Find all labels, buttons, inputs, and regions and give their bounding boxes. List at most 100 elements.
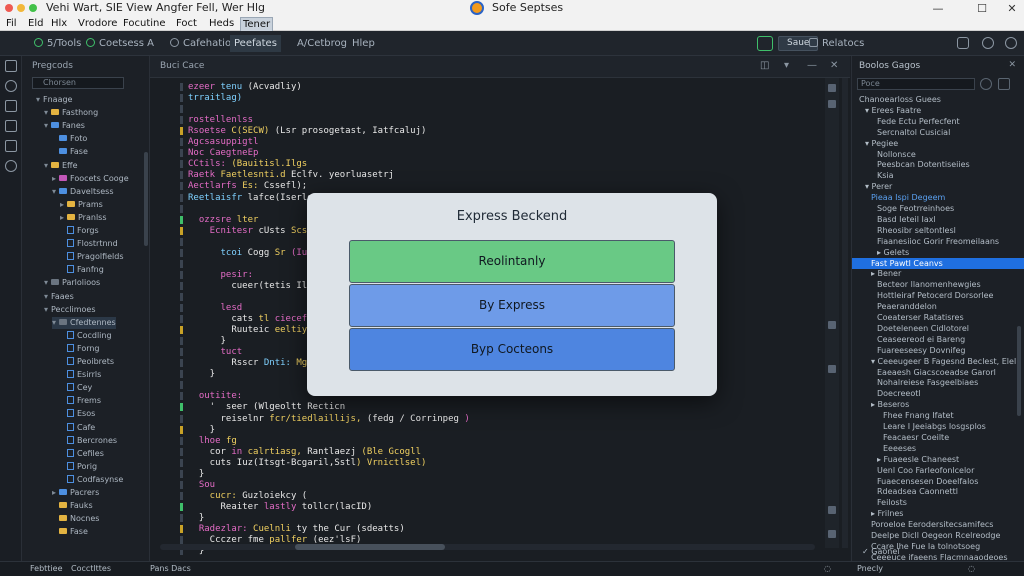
notifications-icon[interactable]: ◌ (968, 564, 975, 573)
menu-item[interactable]: Focutine (123, 18, 166, 29)
tree-item[interactable]: ▾Daveltsess (52, 186, 114, 198)
chevron-down-icon[interactable]: ▾ (44, 121, 49, 131)
tree-item[interactable]: Nocnes (52, 513, 99, 525)
tree-item[interactable]: ▾Fnaage (36, 94, 72, 106)
tree-item[interactable]: ▾Parlolioos (44, 277, 100, 289)
tree-item[interactable]: Cocdling (60, 330, 112, 342)
close-icon[interactable]: ✕ (1007, 2, 1017, 15)
outline-item[interactable]: Fede Ectu Perfecfent (852, 116, 1024, 127)
outline-item[interactable]: Rheosibr seltontlesl (852, 225, 1024, 236)
outline-item[interactable]: Hottleiraf Petocerd Dorsorlee (852, 290, 1024, 301)
tree-item[interactable]: Pragolfields (60, 251, 124, 263)
collapse-icon[interactable] (998, 78, 1010, 90)
outline-item[interactable]: Eaeaesh Giacscoeadse Garorl (852, 367, 1024, 378)
outline-item[interactable]: Ceaseereod ei Bareng (852, 334, 1024, 345)
save-button[interactable]: Saue (778, 36, 819, 51)
menu-item[interactable]: Fil (6, 18, 17, 29)
tree-item[interactable]: ▾Fanes (44, 120, 85, 132)
scroll-thumb[interactable] (295, 544, 445, 550)
outline-item[interactable]: ▾ Ceeeugeer B Fagesnd Beclest, Elel (852, 356, 1024, 367)
outline-item[interactable]: Doeteleneen Cidlotorel (852, 323, 1024, 334)
tree-item[interactable]: Codfasynse (60, 474, 123, 486)
run-icon[interactable] (757, 36, 773, 51)
maximize-icon[interactable]: ☐ (977, 2, 987, 15)
outline-item[interactable]: Chanoearloss Guees (852, 94, 1024, 105)
outline-item[interactable]: ▸ Bener (852, 268, 1024, 279)
tree-item[interactable]: Cey (60, 382, 92, 394)
outline-item[interactable]: Ceeeuce ifaeens Flacmnaaodeoes (852, 552, 1024, 563)
outline-item[interactable]: Becteor llanomenhewgies (852, 279, 1024, 290)
chevron-down-icon[interactable]: ▾ (44, 304, 49, 314)
tree-item[interactable]: Fauks (52, 500, 93, 512)
outline-item[interactable]: ▸ Frilnes (852, 508, 1024, 519)
outline-item[interactable]: Leare I Jeeiabgs Iosgsplos (852, 421, 1024, 432)
toolbar-item-peefates[interactable]: Peefates (230, 35, 281, 52)
outline-item[interactable]: Feacaesr Coeilte (852, 432, 1024, 443)
close-window-button[interactable] (5, 4, 13, 12)
option-button[interactable]: Byp Cocteons (349, 328, 675, 371)
tree-item[interactable]: ▾Cfedtennes (52, 316, 116, 329)
chevron-down-icon[interactable]: ▾ (44, 160, 49, 170)
outline-item[interactable]: ▸ Beseros (852, 399, 1024, 410)
extensions-icon[interactable] (5, 140, 17, 152)
outline-item[interactable]: Nohalreiese Fasgeelbiaes (852, 377, 1024, 388)
chevron-down-icon[interactable]: ▾ (36, 95, 41, 104)
editor-horizontal-scrollbar[interactable] (160, 544, 815, 550)
tree-item[interactable]: Fase (52, 146, 88, 158)
bell-icon[interactable]: ◌ (824, 564, 831, 573)
tree-item[interactable]: ▸Pacrers (52, 487, 99, 499)
debug-icon[interactable] (5, 120, 17, 132)
outline-item[interactable]: Fuaecensesen Doeelfalos (852, 476, 1024, 487)
explorer-scrollbar[interactable] (144, 152, 148, 246)
split-icon[interactable]: ◫ (760, 60, 770, 71)
outline-item[interactable]: Eeeeses (852, 443, 1024, 454)
chevron-right-icon[interactable]: ▸ (60, 212, 65, 222)
tree-item[interactable]: ▸Foocets Cooge (52, 173, 129, 185)
tree-item[interactable]: ▾Effe (44, 160, 78, 172)
outline-item[interactable]: Fast Pawtl Ceanvs (852, 257, 1024, 269)
outline-item[interactable]: Ksia (852, 170, 1024, 181)
tree-item[interactable]: ▸Prams (60, 199, 103, 211)
maximize-window-button[interactable] (29, 4, 37, 12)
more-icon[interactable]: ▾ (784, 60, 790, 71)
outline-item[interactable]: Peesbcan Dotentiseiies (852, 159, 1024, 170)
editor-tab[interactable]: Buci Cace (160, 61, 205, 71)
tree-item[interactable]: Cefiles (60, 448, 104, 460)
editor-vertical-scrollbar[interactable] (842, 78, 848, 548)
status-item[interactable]: Pans Dacs (150, 564, 191, 573)
close-icon[interactable]: ✕ (830, 60, 839, 71)
chevron-right-icon[interactable]: ▸ (52, 173, 57, 183)
chevron-down-icon[interactable]: ▾ (52, 317, 57, 327)
tree-item[interactable]: Forng (60, 343, 100, 355)
chevron-down-icon[interactable]: ▾ (52, 186, 57, 196)
tree-item[interactable]: ▾Pecclimoes (44, 304, 95, 316)
chevron-down-icon[interactable]: ▾ (44, 291, 49, 301)
tree-item[interactable]: ▾Faaes (44, 291, 74, 303)
tree-item[interactable]: Flostrtnnd (60, 238, 118, 250)
tree-item[interactable]: Fanfng (60, 264, 104, 276)
minimize-icon[interactable]: — (932, 2, 944, 15)
tree-item[interactable]: Forgs (60, 225, 99, 237)
minimize-panel-icon[interactable]: — (807, 60, 817, 71)
outline-item[interactable]: Doecreeotl (852, 388, 1024, 399)
outline-item[interactable]: Sercnaltol Cusicial (852, 127, 1024, 138)
outline-item[interactable]: Soge Feotrreinhoes (852, 203, 1024, 214)
outline-item[interactable]: ▸ Gelets (852, 247, 1024, 258)
tree-item[interactable]: ▸Pranlss (60, 212, 107, 224)
tree-item[interactable]: ▾Fasthong (44, 107, 98, 119)
outline-item[interactable]: Poroeloe Eerodersitecsamifecs (852, 519, 1024, 530)
minimap[interactable] (825, 78, 839, 548)
explorer-search-input[interactable]: Chorsen (32, 77, 124, 89)
menu-item[interactable]: Heds (209, 18, 235, 29)
outline-item[interactable]: Peaeranddelon (852, 301, 1024, 312)
outline-item[interactable]: Uenl Coo Farleofonlcelor (852, 465, 1024, 476)
search-icon[interactable] (5, 80, 17, 92)
refresh-icon[interactable] (980, 78, 992, 90)
toolbar-item-contexts[interactable]: Coetsess A (82, 35, 158, 52)
toolbar-item-relatocs[interactable]: Relatocs (805, 35, 868, 52)
menu-item[interactable]: Hlx (51, 18, 68, 29)
chevron-right-icon[interactable]: ▸ (60, 199, 65, 209)
outline-item[interactable]: Fhee Fnang Ifatet (852, 410, 1024, 421)
outline-item[interactable]: Deelpe Dicll Oegeon Rcelreodge (852, 530, 1024, 541)
toolbar-item-cetbrog[interactable]: A/Cetbrog (297, 38, 347, 49)
